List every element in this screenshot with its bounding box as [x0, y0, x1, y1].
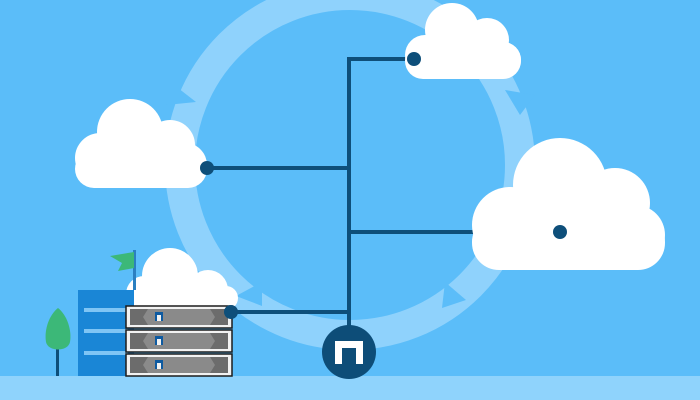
hub-node [322, 325, 376, 379]
ring-arrow-bottom-left [236, 282, 262, 306]
ground-strip [0, 376, 700, 400]
endpoint-dot-servers [224, 305, 238, 319]
cloud-left [75, 99, 207, 188]
office-building [78, 250, 136, 376]
flag-pole [133, 250, 136, 290]
cloud-top-right [405, 3, 521, 79]
flag [110, 252, 134, 271]
cloud-right-large [472, 138, 665, 270]
tree [45, 308, 71, 376]
server-unit-3 [125, 353, 233, 377]
endpoint-dot-left [200, 161, 214, 175]
server-rack [125, 305, 233, 377]
ring-arrow-left [166, 88, 196, 105]
ring-arrow-bottom-right [442, 282, 466, 308]
endpoint-dots [200, 52, 567, 319]
ring-arrow-top-right [505, 90, 535, 115]
server-unit-2 [125, 329, 233, 353]
trunk-line [347, 57, 414, 352]
endpoint-dot-right [553, 225, 567, 239]
server-unit-1 [125, 305, 233, 329]
endpoint-dot-top [407, 52, 421, 66]
netapp-logo-icon [335, 341, 363, 364]
